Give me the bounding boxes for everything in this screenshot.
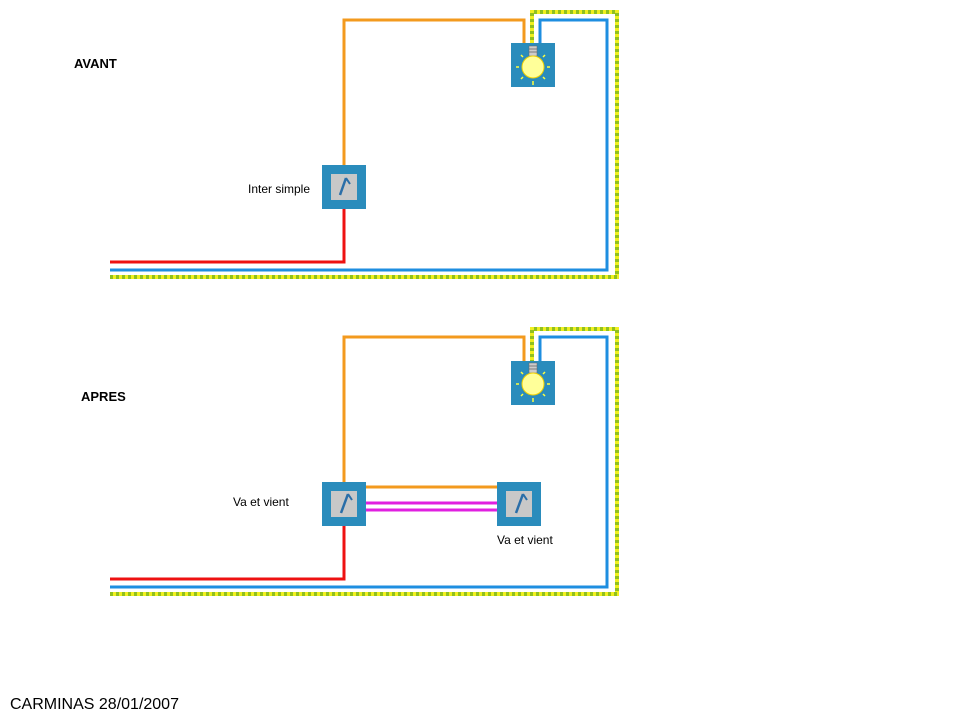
neutral-wire-after xyxy=(110,335,609,589)
switch1-label-after: Va et vient xyxy=(233,495,289,509)
signature: CARMINAS 28/01/2007 xyxy=(10,696,179,713)
phase-wire-after xyxy=(110,523,346,581)
switch2-label-after: Va et vient xyxy=(497,533,553,547)
earth-wire-before xyxy=(110,10,619,279)
section-title-before: AVANT xyxy=(74,56,117,71)
earth-wire-after xyxy=(110,327,619,596)
switch-icon xyxy=(322,165,366,209)
two-way-switch-icon xyxy=(497,482,541,526)
phase-wire-before xyxy=(110,206,346,264)
switch-label-before: Inter simple xyxy=(248,182,311,196)
return-wire-after xyxy=(342,335,526,489)
section-title-after: APRES xyxy=(81,389,126,404)
two-way-switch-icon xyxy=(322,482,366,526)
return-wire-before xyxy=(342,18,526,167)
diagram-before xyxy=(110,10,619,279)
light-bulb-icon xyxy=(511,361,555,405)
diagram-after xyxy=(110,327,619,596)
neutral-wire-before xyxy=(110,18,609,272)
traveller-wires xyxy=(366,501,497,512)
light-bulb-icon xyxy=(511,43,555,87)
